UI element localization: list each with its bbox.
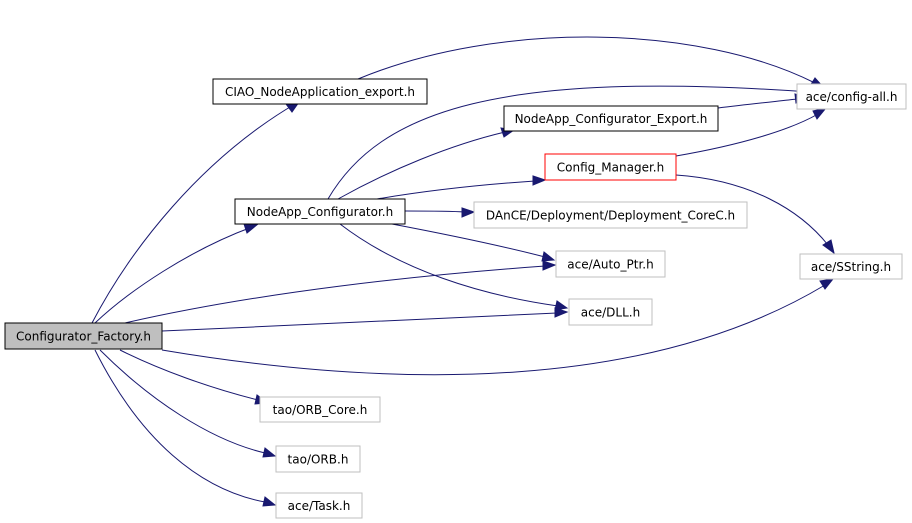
node-label: tao/ORB.h <box>288 453 349 467</box>
edge-factory-to-task <box>94 349 266 503</box>
node-label: tao/ORB_Core.h <box>273 403 368 417</box>
edge-factory-to-dll <box>161 312 558 332</box>
edge-factory-to-sstring <box>161 284 826 376</box>
edge-nodeapp-configurator-to-config-manager <box>376 180 536 200</box>
node-label: NodeApp_Configurator_Export.h <box>515 112 708 126</box>
node-configurator-factory[interactable]: Configurator_Factory.h <box>4 322 163 350</box>
node-label: ace/DLL.h <box>581 306 640 320</box>
arrowhead <box>554 307 569 318</box>
node-label: NodeApp_Configurator.h <box>247 205 393 219</box>
arrowhead <box>262 496 277 507</box>
arrowhead <box>542 260 557 271</box>
node-label: Configurator_Factory.h <box>16 330 151 344</box>
arrowhead <box>822 239 835 255</box>
edge-export-to-config-all <box>717 98 798 109</box>
edge-config-manager-to-config-all <box>675 113 819 157</box>
node-auto-ptr[interactable]: ace/Auto_Ptr.h <box>555 250 666 278</box>
nodes: Configurator_Factory.h CIAO_NodeApplicat… <box>4 78 907 519</box>
node-orb-core[interactable]: tao/ORB_Core.h <box>259 396 381 423</box>
node-dll[interactable]: ace/DLL.h <box>568 298 653 326</box>
arrowhead <box>819 278 835 290</box>
edge-config-manager-to-sstring <box>675 174 829 246</box>
edge-factory-to-auto-ptr <box>124 265 546 324</box>
node-label: Config_Manager.h <box>557 161 664 175</box>
node-sstring[interactable]: ace/SString.h <box>799 253 903 280</box>
node-orb[interactable]: tao/ORB.h <box>275 445 361 473</box>
arrowhead <box>541 251 556 262</box>
edge-factory-to-orb <box>99 349 266 454</box>
node-nodeapp-configurator[interactable]: NodeApp_Configurator.h <box>234 198 406 225</box>
node-deployment-corec[interactable]: DAnCE/Deployment/Deployment_CoreC.h <box>473 201 748 229</box>
node-config-all[interactable]: ace/config-all.h <box>796 83 907 110</box>
edge-nodeapp-configurator-to-dll <box>339 223 559 307</box>
node-label: DAnCE/Deployment/Deployment_CoreC.h <box>486 209 735 223</box>
node-label: ace/Task.h <box>288 499 351 513</box>
edge-factory-to-ciao-export <box>91 103 296 324</box>
edge-nodeapp-configurator-to-config-all <box>327 85 811 200</box>
edge-nodeapp-configurator-to-export <box>337 131 506 200</box>
edge-ciao-export-to-config-all <box>357 36 816 84</box>
arrowhead <box>461 207 476 218</box>
node-nodeapp-configurator-export[interactable]: NodeApp_Configurator_Export.h <box>503 105 719 132</box>
arrowhead <box>243 223 260 234</box>
arrowhead <box>812 107 828 120</box>
node-task[interactable]: ace/Task.h <box>275 492 363 519</box>
node-label: ace/config-all.h <box>806 90 898 104</box>
node-label: ace/Auto_Ptr.h <box>567 258 653 272</box>
arrowhead <box>554 300 569 311</box>
edge-nodeapp-configurator-to-corec <box>404 210 465 213</box>
arrowhead <box>532 175 547 186</box>
edge-factory-to-nodeapp-configurator <box>94 226 253 324</box>
edge-factory-to-orb-core <box>119 349 259 401</box>
edge-nodeapp-configurator-to-auto-ptr <box>391 223 546 258</box>
node-label: ace/SString.h <box>811 260 891 274</box>
edges <box>91 36 835 507</box>
node-ciao-nodeapplication-export[interactable]: CIAO_NodeApplication_export.h <box>212 78 428 105</box>
arrowhead <box>262 447 277 458</box>
node-config-manager[interactable]: Config_Manager.h <box>544 153 677 181</box>
node-label: CIAO_NodeApplication_export.h <box>225 85 415 99</box>
